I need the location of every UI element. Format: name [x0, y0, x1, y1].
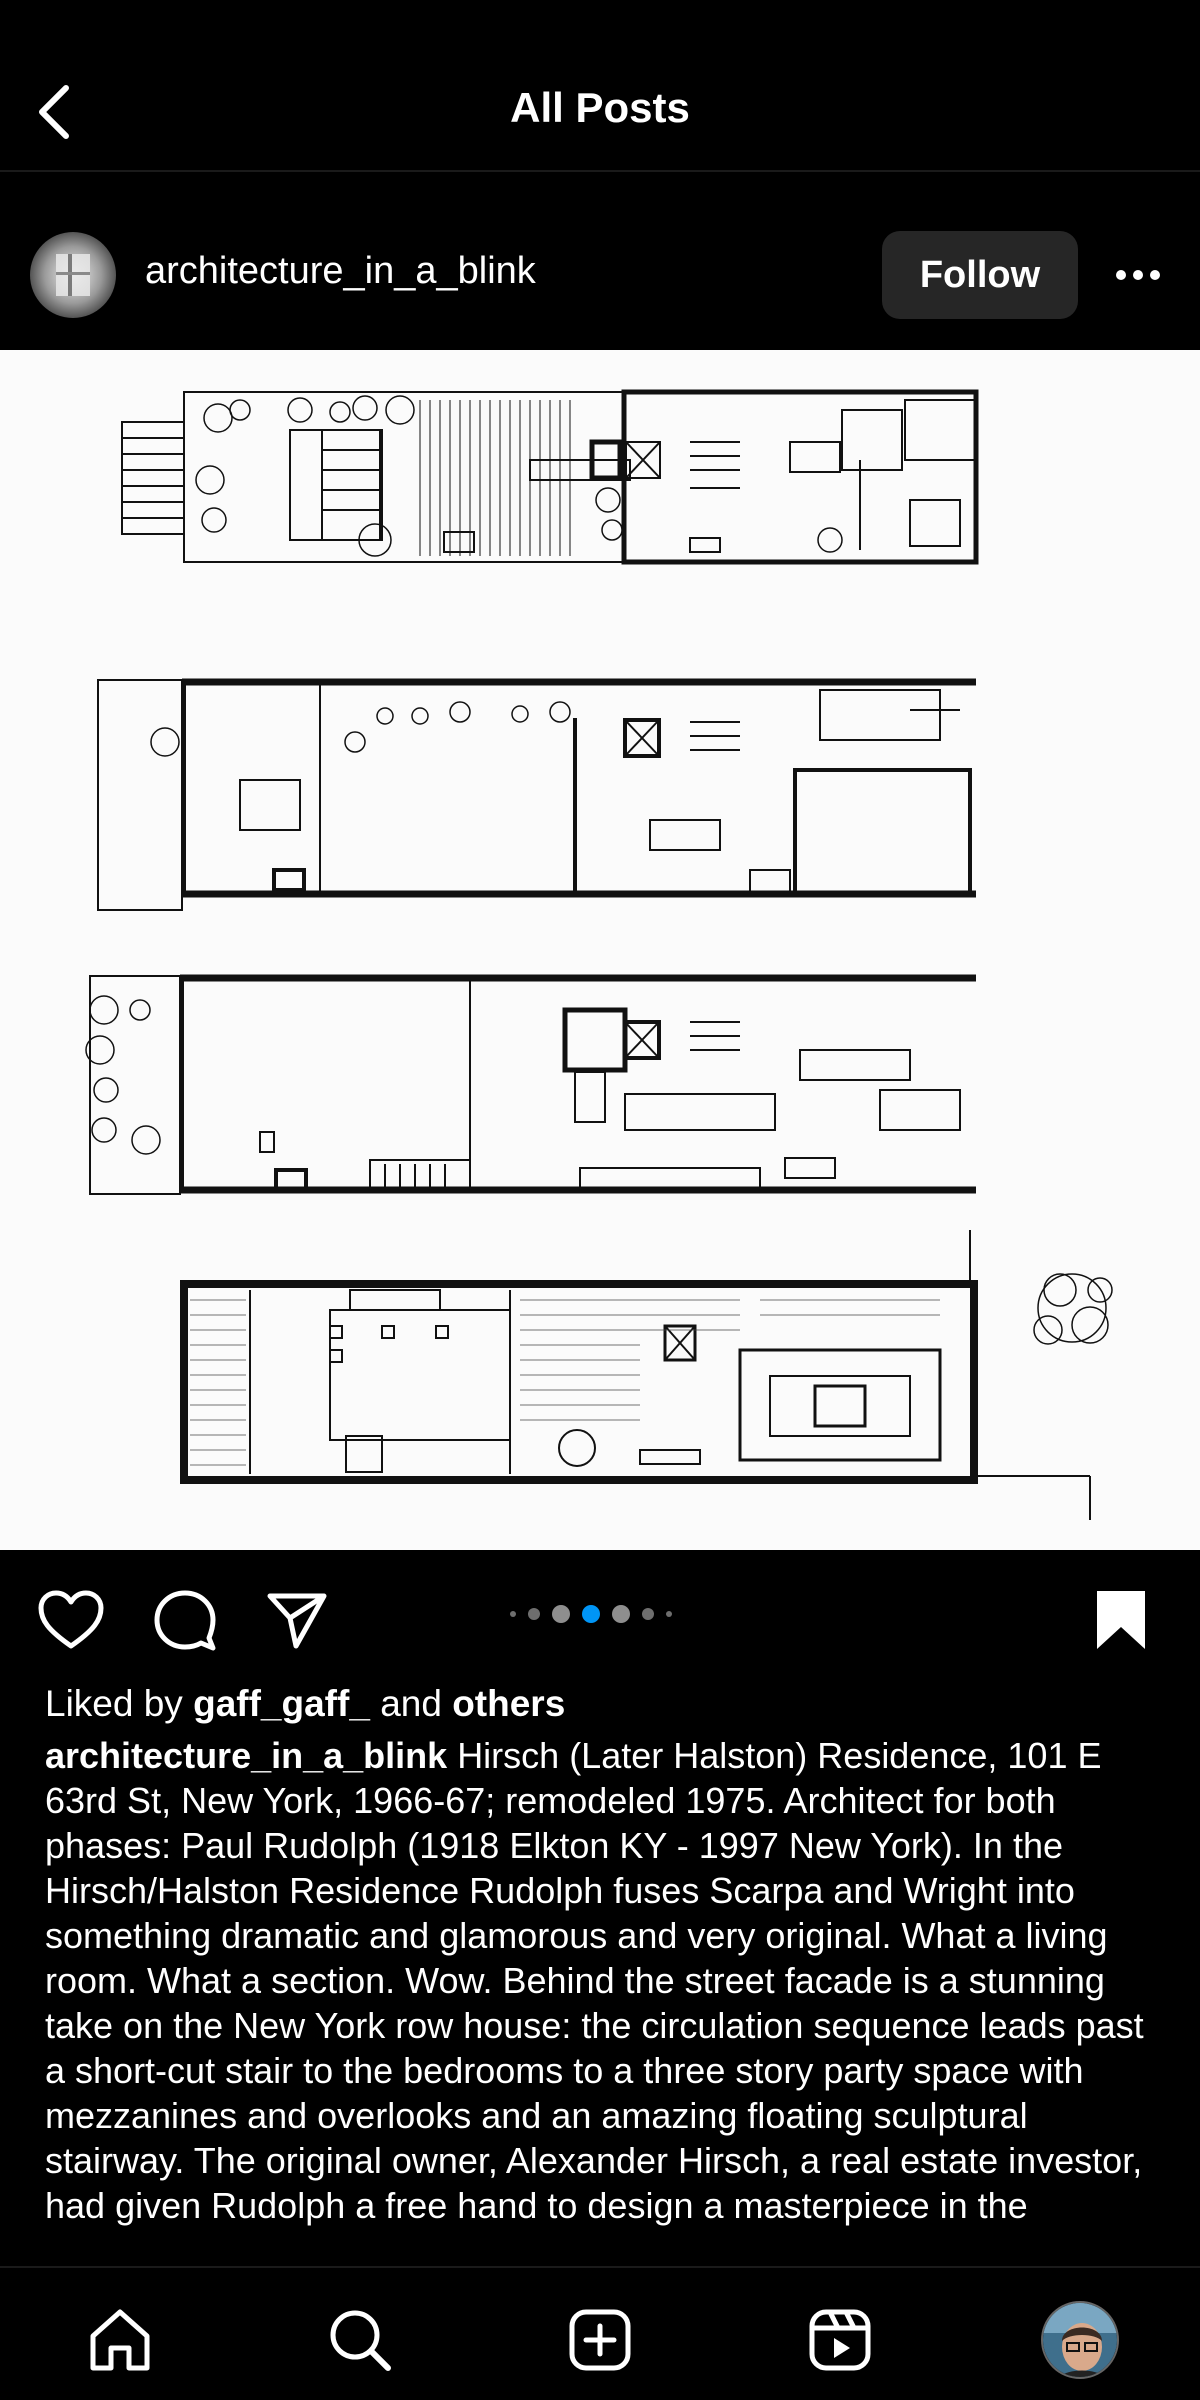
tab-search[interactable]	[320, 2300, 400, 2380]
reels-icon	[809, 2309, 871, 2371]
top-nav	[0, 0, 1200, 172]
share-button[interactable]	[262, 1585, 332, 1655]
floor-plans-drawing	[85, 389, 1113, 1520]
post-image[interactable]	[0, 350, 1200, 1550]
more-horizontal-icon	[1116, 270, 1160, 280]
search-icon	[330, 2310, 391, 2371]
floor-plan-1	[121, 389, 979, 565]
likes-prefix: Liked by	[45, 1683, 183, 1724]
tab-reels[interactable]	[800, 2300, 880, 2380]
send-icon	[267, 1593, 327, 1649]
avatar[interactable]	[30, 232, 116, 318]
carousel-dot	[642, 1608, 654, 1620]
more-options-button[interactable]	[1108, 250, 1168, 300]
home-icon	[90, 2309, 150, 2371]
floor-plan-3	[85, 974, 976, 1195]
like-button[interactable]	[36, 1585, 106, 1655]
caption-text: Hirsch (Later Halston) Residence, 101 E …	[45, 1735, 1144, 2226]
likes-user[interactable]: gaff_gaff_	[193, 1683, 370, 1724]
caption-username[interactable]: architecture_in_a_blink	[45, 1735, 448, 1776]
carousel-dot	[510, 1611, 516, 1617]
floor-plan-2	[97, 678, 976, 911]
carousel-dot	[552, 1605, 570, 1623]
save-button[interactable]	[1086, 1585, 1156, 1655]
bookmark-icon	[1097, 1591, 1145, 1649]
post-caption: architecture_in_a_blink Hirsch (Later Ha…	[45, 1733, 1165, 2228]
chevron-left-icon	[39, 85, 69, 139]
likes-others[interactable]: others	[452, 1683, 566, 1724]
heart-icon	[38, 1590, 104, 1649]
carousel-dot-active	[582, 1605, 600, 1623]
comment-button[interactable]	[150, 1585, 220, 1655]
page-title: All Posts	[510, 84, 690, 131]
likes-summary[interactable]: Liked by gaff_gaff_ and others	[45, 1683, 565, 1725]
follow-button[interactable]: Follow	[882, 231, 1078, 319]
carousel-dot	[612, 1605, 630, 1623]
profile-avatar	[1041, 2301, 1119, 2379]
post-username[interactable]: architecture_in_a_blink	[145, 250, 536, 292]
carousel-indicator	[510, 1604, 672, 1624]
floor-plan-4	[180, 1230, 1113, 1520]
tab-profile[interactable]	[1040, 2300, 1120, 2380]
avatar-image	[30, 232, 116, 318]
plus-square-icon	[569, 2309, 631, 2371]
comment-icon	[154, 1590, 216, 1651]
tab-create[interactable]	[560, 2300, 640, 2380]
carousel-dot	[666, 1611, 672, 1617]
back-button[interactable]	[24, 72, 84, 152]
tab-home[interactable]	[80, 2300, 160, 2380]
likes-connector: and	[380, 1683, 442, 1724]
carousel-dot	[528, 1608, 540, 1620]
